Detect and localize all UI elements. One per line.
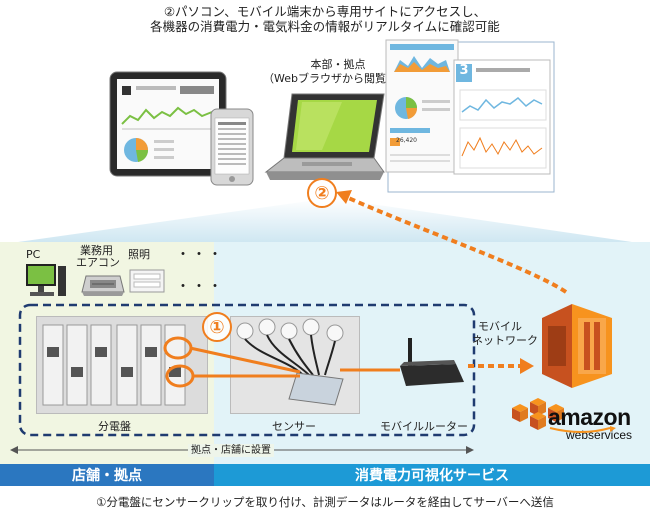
sensor-label: センサー: [272, 420, 316, 433]
mobile-router-photo: [392, 334, 468, 394]
pc-label: PC: [26, 248, 41, 261]
ellipsis-top: ・・・: [176, 247, 224, 263]
store-bar: 店舗・拠点: [0, 464, 214, 486]
step-2-badge: ②: [307, 178, 337, 208]
header-line-1: ②パソコン、モバイル端末から専用サイトにアクセスし、: [163, 4, 487, 19]
aircon-label-line-1: 業務用: [80, 244, 113, 257]
network-label-line-1: モバイル: [478, 320, 522, 333]
network-label-line-2: ネットワーク: [472, 334, 538, 347]
service-bar: 消費電力可視化サービス: [214, 464, 650, 486]
smartphone-device: [210, 108, 254, 186]
ellipsis-bottom: ・・・: [176, 279, 224, 295]
dashboard-big-number: 3: [459, 63, 469, 78]
hq-label-line-2: （Webブラウザから閲覧）: [263, 72, 397, 85]
aircon-icon: [80, 268, 126, 300]
aws-logo-word: amazon: [548, 404, 631, 430]
step-1-badge: ①: [202, 312, 232, 342]
dashboard-value: 26,420: [396, 137, 417, 144]
sensor-photo: [230, 316, 360, 414]
hq-label-line-1: 本部・拠点: [310, 58, 366, 71]
dashboard-screenshots: 3 26,420: [384, 38, 556, 194]
laptop-device: [262, 88, 386, 192]
aircon-label-line-2: エアコン: [76, 256, 120, 269]
aws-smile-arrow: [549, 426, 616, 433]
distribution-board-label: 分電盤: [98, 420, 131, 433]
aws-cubes-icon: [508, 398, 578, 432]
tablet-device: [108, 70, 228, 178]
header-line-2: 各機器の消費電力・電気料金の情報がリアルタイムに確認可能: [150, 19, 500, 34]
pc-icon: [24, 262, 68, 302]
mobile-router-label: モバイルルーター: [380, 420, 468, 433]
lighting-icon: [128, 264, 166, 300]
footer-note: ①分電盤にセンサークリップを取り付け、計測データはルータを経由してサーバーへ送信: [96, 495, 554, 509]
aws-server-icon: [528, 300, 624, 392]
installed-label: 拠点・店舗に設置: [188, 444, 274, 457]
lighting-label: 照明: [128, 248, 150, 261]
